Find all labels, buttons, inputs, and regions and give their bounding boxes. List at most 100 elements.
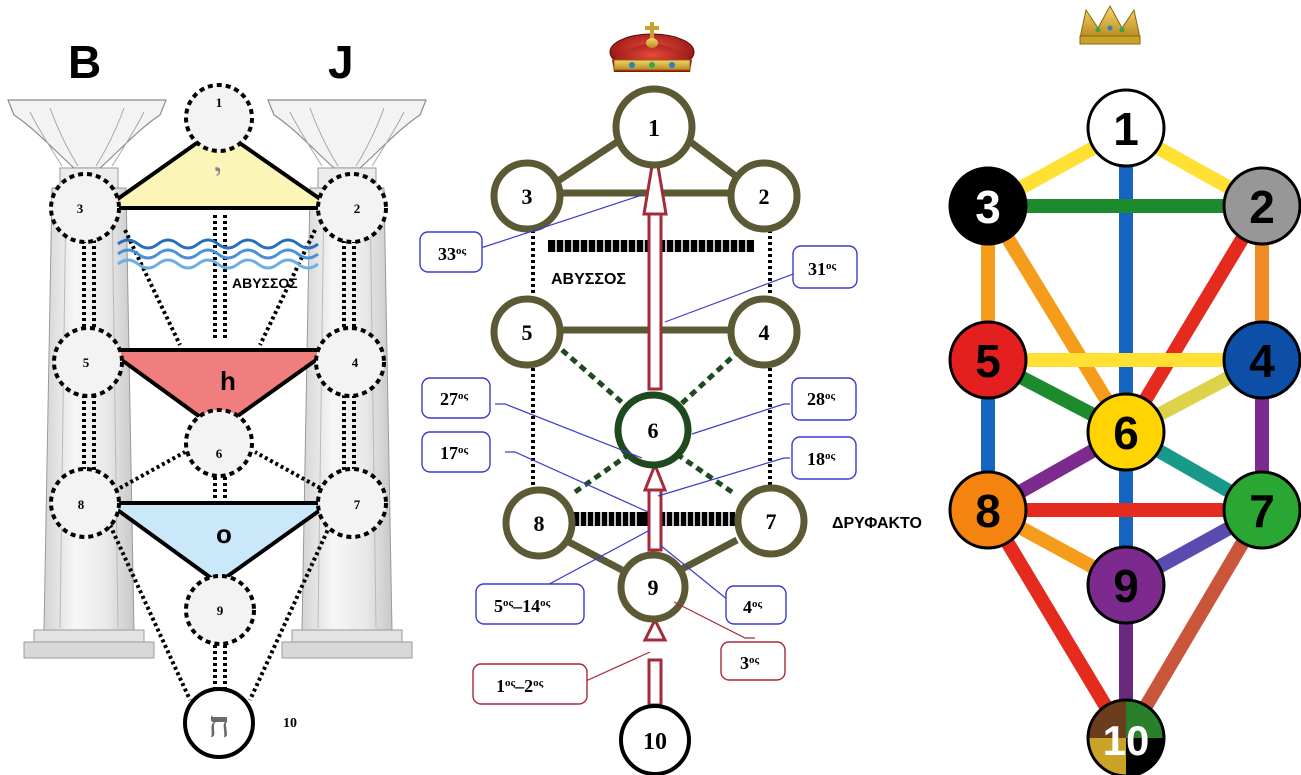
svg-text:18ος: 18ος <box>807 449 836 469</box>
right-node-6: 6 <box>1086 392 1166 472</box>
callout-31-value: 31 <box>808 259 826 279</box>
right-node-3: 3 <box>948 166 1028 246</box>
right-node-1: 1 <box>1086 88 1166 168</box>
middle-abyss-label: ΑΒΥΣΣΟΣ <box>551 271 626 288</box>
callout-1-2-from: 1 <box>496 676 505 696</box>
middle-node-4: 4 <box>727 295 801 369</box>
middle-node-6: 6 <box>614 391 692 469</box>
callout-28: 28ος <box>791 377 857 421</box>
right-node-5-label: 5 <box>975 335 1001 387</box>
svg-text:27ος: 27ος <box>440 389 469 409</box>
left-node-8: 8 <box>49 467 121 539</box>
pillar-left-letter: B <box>68 36 101 88</box>
middle-node-2: 2 <box>727 159 801 233</box>
svg-text:1ος–2ος: 1ος–2ος <box>496 676 544 696</box>
left-node-4: 4 <box>314 326 386 398</box>
left-node-6-label: 6 <box>216 446 223 461</box>
top-triangle-glyph: י <box>215 159 222 188</box>
middle-node-5: 5 <box>490 295 564 369</box>
callout-31-suffix: ος <box>826 260 837 272</box>
callout-1-2-dash: – <box>514 676 525 696</box>
callout-17-suffix: ος <box>458 444 469 456</box>
left-node-8-label: 8 <box>78 497 85 512</box>
red-crown-icon <box>609 22 695 72</box>
middle-node-1-label: 1 <box>648 116 660 142</box>
callout-31: 31ος <box>792 245 858 289</box>
callout-5-14-from: 5 <box>494 596 503 616</box>
callout-5-14-suffix-a: ος <box>503 597 514 609</box>
svg-text:4ος: 4ος <box>743 597 763 617</box>
left-node-10-label: 10 <box>283 716 297 731</box>
callout-5-14-dash: – <box>512 596 523 616</box>
svg-text:3ος: 3ος <box>740 653 760 673</box>
middle-node-6-label: 6 <box>648 418 659 443</box>
right-node-8: 8 <box>948 470 1028 550</box>
right-node-3-label: 3 <box>975 181 1001 233</box>
left-node-2-label: 2 <box>354 201 361 216</box>
middle-node-4-label: 4 <box>759 320 770 345</box>
left-node-9-label: 9 <box>217 603 224 618</box>
left-node-7-label: 7 <box>354 497 361 512</box>
left-connectors <box>82 215 356 701</box>
right-node-2: 2 <box>1222 166 1301 246</box>
middle-dotted-paths <box>531 230 772 488</box>
callout-3-suffix: ος <box>749 654 760 666</box>
callout-33-suffix: ος <box>456 245 467 257</box>
middle-node-3-label: 3 <box>522 184 533 209</box>
callout-5-14-to: 14 <box>522 596 540 616</box>
svg-text:33ος: 33ος <box>438 244 467 264</box>
middle-triangle-letter: h <box>220 366 236 396</box>
right-panel: 1 3 2 5 4 6 8 7 <box>948 4 1301 775</box>
callout-33-value: 33 <box>438 244 456 264</box>
svg-text:17ος: 17ος <box>440 443 469 463</box>
callout-5-14-suffix-b: ος <box>540 597 551 609</box>
abyss-waves <box>117 238 319 270</box>
middle-node-9: 9 <box>617 551 689 623</box>
ascent-arrow <box>642 147 668 707</box>
middle-node-7-label: 7 <box>766 509 777 534</box>
left-node-1-label: 1 <box>216 95 223 110</box>
top-triangle <box>98 125 340 210</box>
left-node-10-glyph: ח <box>208 705 229 745</box>
right-node-4-label: 4 <box>1249 335 1275 387</box>
right-node-2-label: 2 <box>1249 181 1275 233</box>
callout-1-2-to: 2 <box>524 676 533 696</box>
bottom-triangle-letter: o <box>216 519 232 549</box>
barrier-label: ΔΡΥΦΑΚΤΟ <box>832 515 922 532</box>
right-node-10-label: 10 <box>1103 717 1150 764</box>
middle-node-8-label: 8 <box>534 511 545 536</box>
callout-4: 4ος <box>725 585 787 625</box>
callout-18-suffix: ος <box>825 450 836 462</box>
callout-5-14: 5ος–14ος <box>475 583 585 625</box>
gold-crown-icon <box>1079 4 1141 45</box>
right-node-9-label: 9 <box>1113 560 1139 612</box>
callout-18: 18ος <box>791 436 857 480</box>
pillar-right-letter: J <box>328 36 354 88</box>
left-node-9: 9 <box>184 574 256 646</box>
right-node-9: 9 <box>1086 545 1166 625</box>
right-node-6-label: 6 <box>1113 407 1139 459</box>
left-node-5-label: 5 <box>83 355 90 370</box>
callout-4-suffix: ος <box>752 598 763 610</box>
middle-triangle <box>101 348 337 433</box>
left-node-1: 1 <box>184 83 254 153</box>
callout-33: 33ος <box>419 231 483 273</box>
callout-27-value: 27 <box>440 389 458 409</box>
callout-18-value: 18 <box>807 449 825 469</box>
right-node-7-label: 7 <box>1249 485 1275 537</box>
middle-node-1: 1 <box>612 85 696 169</box>
callout-17-value: 17 <box>440 443 458 463</box>
svg-text:5ος–14ος: 5ος–14ος <box>494 596 551 616</box>
callout-1-2-suffix-b: ος <box>533 677 544 689</box>
middle-panel: ΑΒΥΣΣΟΣ ΔΡΥΦΑΚΤΟ 1 <box>419 22 922 775</box>
callout-3: 3ος <box>720 641 786 681</box>
right-node-4: 4 <box>1222 320 1301 400</box>
callout-1-2: 1ος–2ος <box>472 663 588 705</box>
middle-node-2-label: 2 <box>759 184 770 209</box>
left-node-3-label: 3 <box>77 201 84 216</box>
left-node-10: ח <box>183 687 255 759</box>
left-panel: B J <box>7 36 427 759</box>
middle-node-8: 8 <box>502 486 576 560</box>
middle-node-9-label: 9 <box>648 575 659 600</box>
